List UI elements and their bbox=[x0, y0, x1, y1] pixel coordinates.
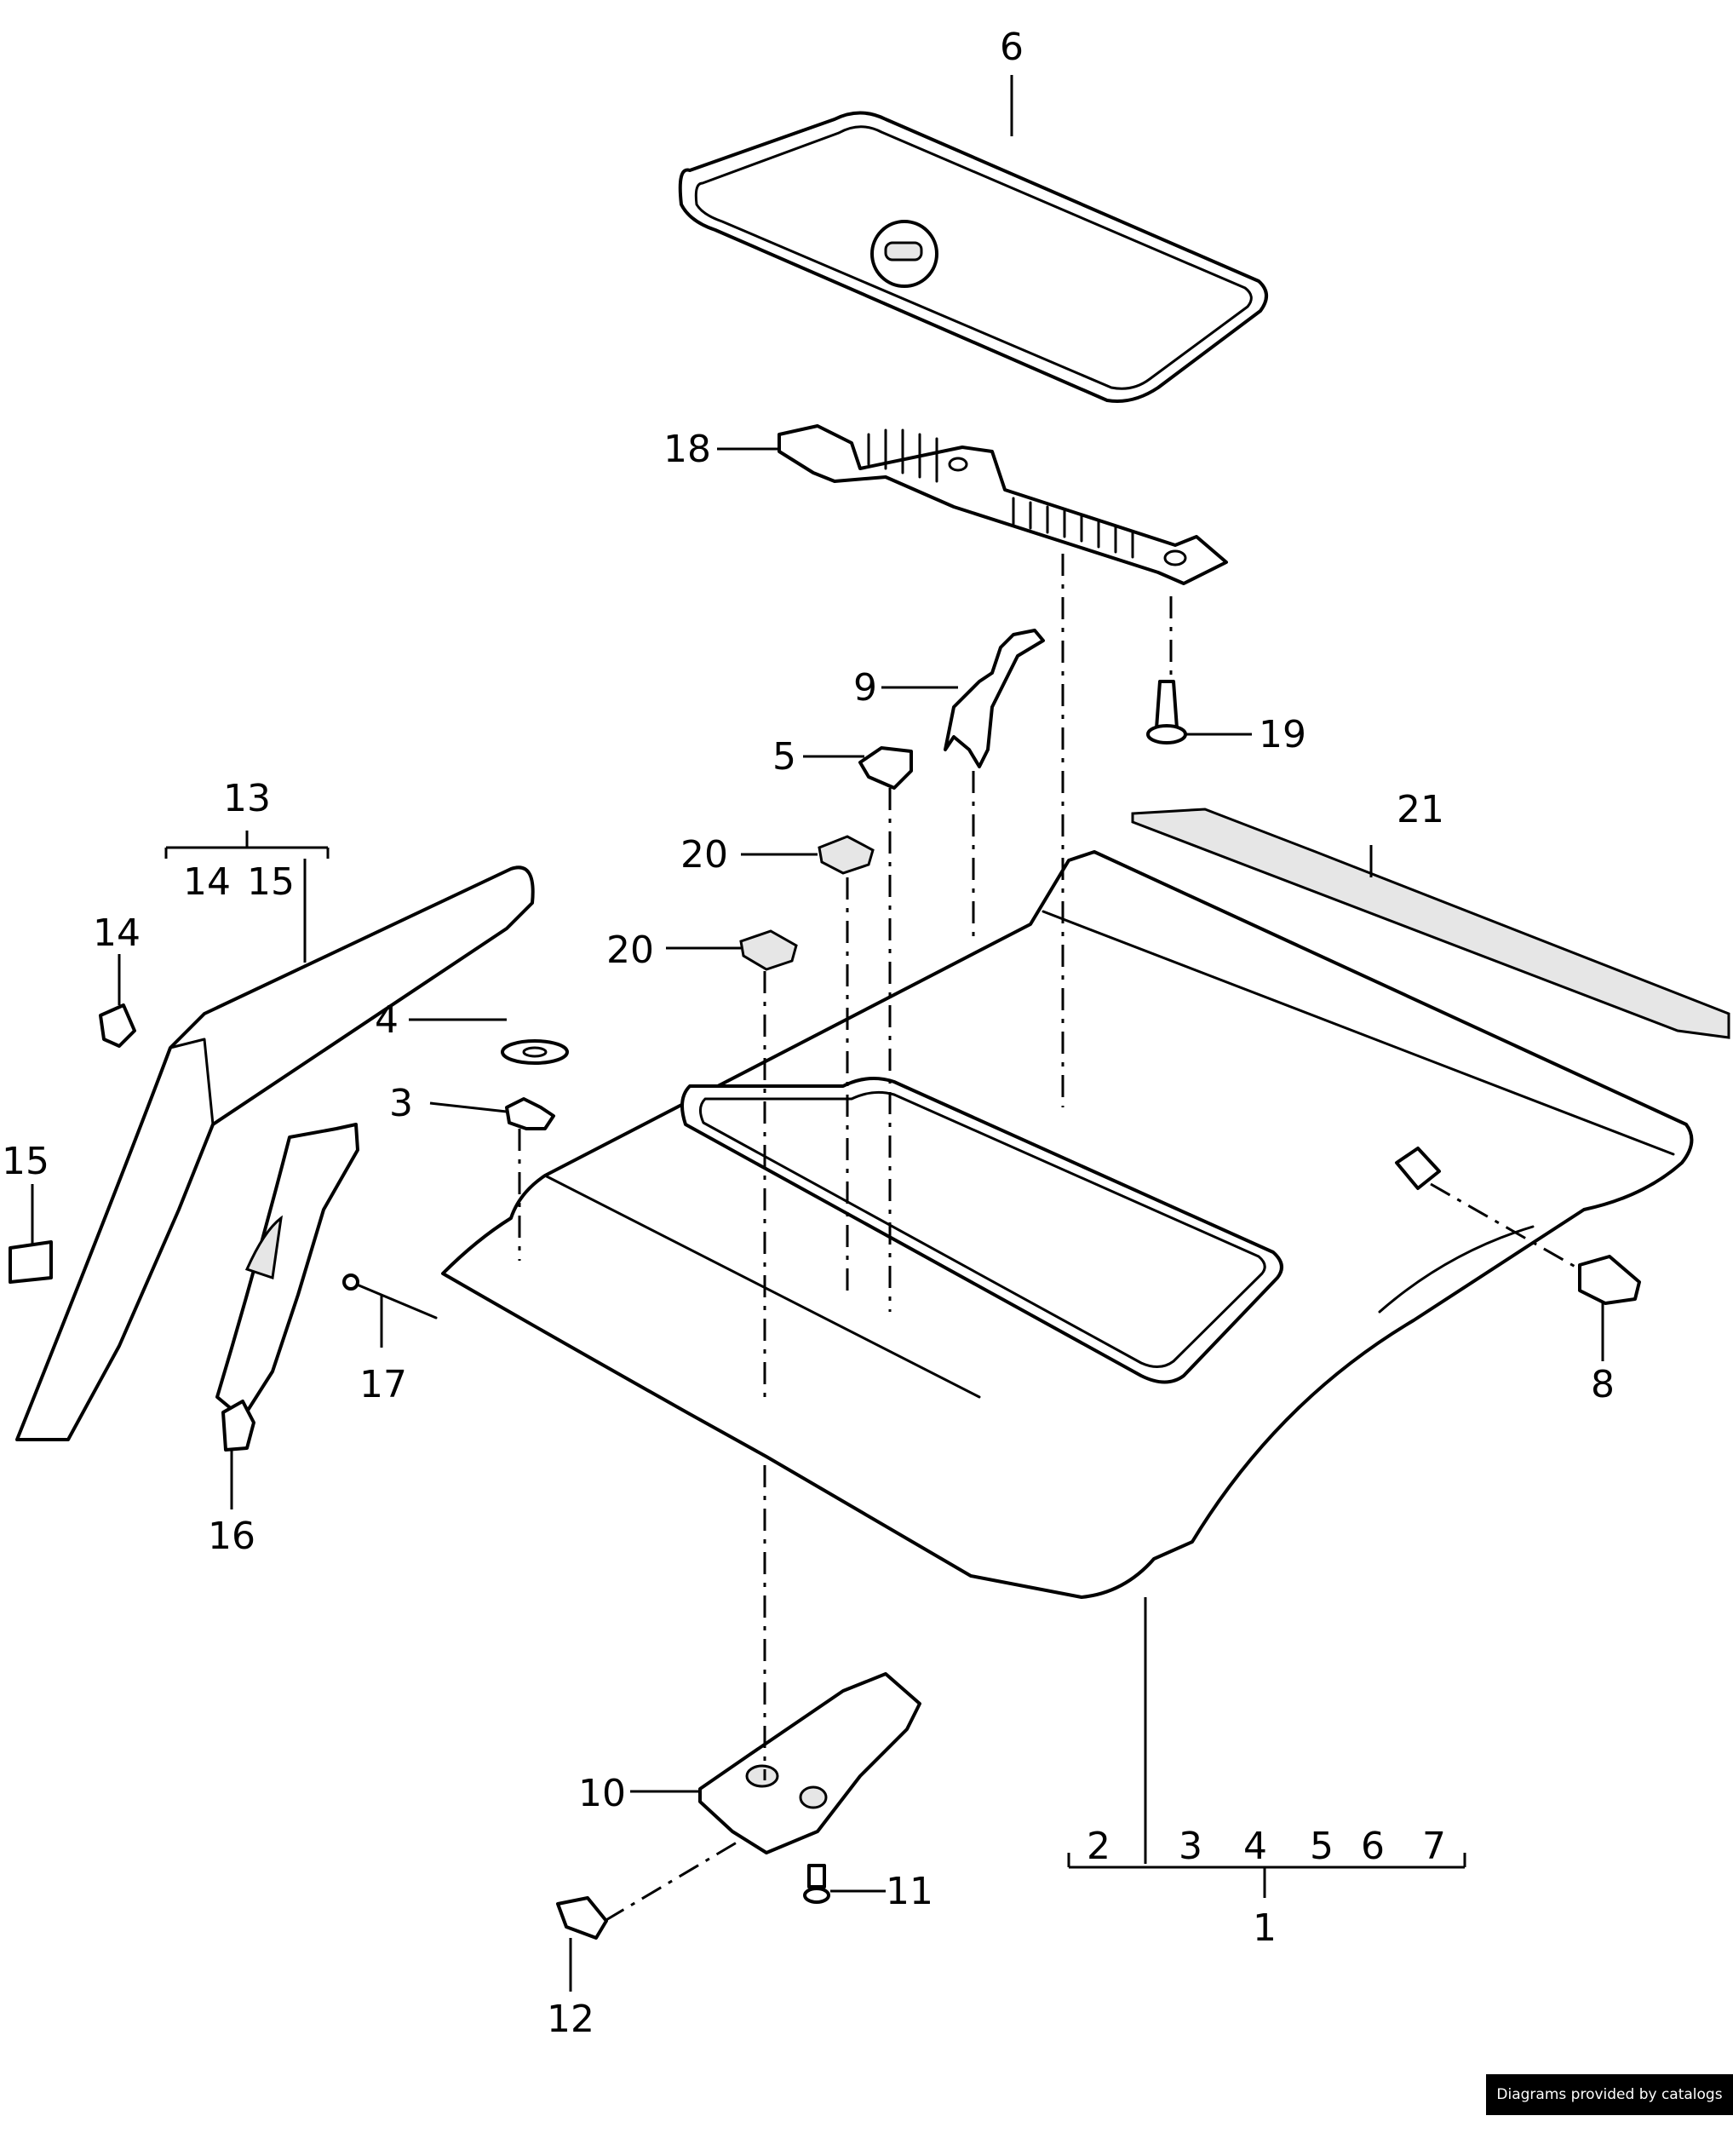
callout-11: 11 bbox=[886, 1870, 933, 1913]
callouts: 6 18 19 9 5 20 20 21 4 3 17 16 14 15 13 … bbox=[2, 26, 1615, 2041]
callout-20-lower: 20 bbox=[606, 929, 654, 972]
part-19-screw bbox=[1146, 680, 1187, 745]
callout-21: 21 bbox=[1397, 788, 1444, 831]
callout-15: 15 bbox=[2, 1140, 49, 1183]
part-15-pad bbox=[9, 1240, 53, 1284]
callout-1-sub-2: 2 bbox=[1087, 1825, 1110, 1868]
callout-1-sub-3: 3 bbox=[1179, 1825, 1202, 1868]
part-13-pillar-trim bbox=[15, 865, 535, 1441]
part-16-clip bbox=[221, 1400, 255, 1452]
callout-9: 9 bbox=[853, 666, 877, 710]
leader-lines bbox=[31, 75, 1604, 1992]
callout-16: 16 bbox=[208, 1515, 255, 1558]
callout-20-upper: 20 bbox=[680, 833, 728, 877]
assembly-lines bbox=[518, 554, 1581, 1923]
callout-13: 13 bbox=[223, 777, 271, 820]
part-9-clip-bracket bbox=[944, 629, 1045, 768]
callout-1-sub-7: 7 bbox=[1422, 1825, 1446, 1868]
callout-1-sub-4: 4 bbox=[1243, 1825, 1267, 1868]
callout-17: 17 bbox=[359, 1363, 407, 1406]
callout-1: 1 bbox=[1253, 1906, 1277, 1950]
part-10-bracket bbox=[698, 1672, 921, 1854]
part-14-clip bbox=[99, 1003, 136, 1048]
callout-4: 4 bbox=[375, 998, 399, 1042]
part-12-clip bbox=[556, 1896, 608, 1940]
callout-18: 18 bbox=[663, 428, 711, 471]
footer-credit: Diagrams provided by catalogs parts bbox=[1486, 2074, 1733, 2144]
callout-1-sub-6: 6 bbox=[1361, 1825, 1385, 1868]
callout-19: 19 bbox=[1259, 713, 1306, 756]
part-21-rear-strip bbox=[1131, 808, 1730, 1039]
part-1-headliner bbox=[441, 850, 1694, 1599]
part-b-pillar-trim bbox=[215, 1123, 359, 1420]
callout-12: 12 bbox=[547, 1998, 594, 2041]
part-20-clip-lower bbox=[739, 929, 798, 971]
part-3-clip bbox=[505, 1097, 555, 1130]
part-11-bolt bbox=[803, 1864, 830, 1904]
callout-14: 14 bbox=[93, 911, 141, 955]
callout-6: 6 bbox=[1000, 26, 1024, 69]
part-5-clip bbox=[858, 746, 913, 790]
callout-5: 5 bbox=[772, 735, 796, 779]
part-6-sunroof-seal bbox=[678, 111, 1268, 403]
callout-13-sub-14: 14 bbox=[183, 860, 231, 904]
part-20-clip-upper bbox=[818, 835, 875, 875]
callout-10: 10 bbox=[578, 1772, 626, 1815]
part-4-washer bbox=[501, 1039, 569, 1065]
part-8-block bbox=[1578, 1255, 1641, 1305]
callout-1-sub-5: 5 bbox=[1310, 1825, 1334, 1868]
callout-8: 8 bbox=[1591, 1363, 1615, 1406]
part-17-pin bbox=[342, 1273, 438, 1319]
part-18-front-bracket bbox=[778, 424, 1228, 585]
callout-3: 3 bbox=[389, 1082, 413, 1125]
callout-13-sub-15: 15 bbox=[247, 860, 295, 904]
